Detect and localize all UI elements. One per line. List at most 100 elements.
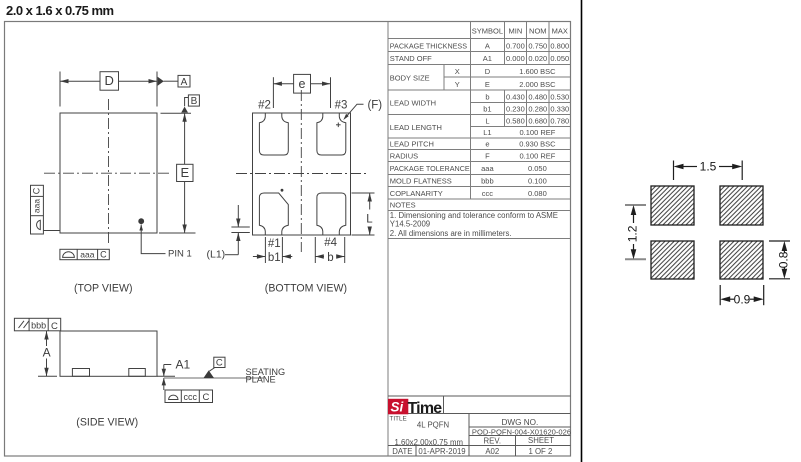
svg-text:b: b: [327, 252, 333, 264]
svg-text:LEAD WIDTH: LEAD WIDTH: [390, 99, 436, 108]
svg-text:#1: #1: [268, 238, 281, 250]
svg-text:0.020: 0.020: [528, 54, 547, 63]
svg-text:STAND OFF: STAND OFF: [390, 54, 432, 63]
svg-text:C: C: [100, 250, 107, 260]
svg-text:COPLANARITY: COPLANARITY: [390, 189, 443, 198]
svg-text:0.430: 0.430: [506, 92, 525, 101]
svg-text:LEAD LENGTH: LEAD LENGTH: [390, 123, 442, 132]
svg-text:(TOP VIEW): (TOP VIEW): [74, 283, 132, 295]
svg-text:aaa: aaa: [31, 199, 41, 213]
svg-text:TITLE: TITLE: [390, 416, 407, 423]
svg-text:SYMBOL: SYMBOL: [472, 27, 503, 36]
svg-text:ccc: ccc: [184, 392, 198, 402]
svg-text:A1: A1: [483, 54, 492, 63]
svg-text:0.080: 0.080: [528, 189, 547, 198]
svg-text:RADIUS: RADIUS: [390, 151, 418, 160]
svg-text:C: C: [216, 357, 223, 368]
svg-text:SEATING: SEATING: [246, 367, 286, 377]
svg-text:2.0 x 1.6 x 0.75 mm: 2.0 x 1.6 x 0.75 mm: [6, 3, 114, 18]
svg-text:Y: Y: [455, 80, 460, 89]
svg-text:REV.: REV.: [484, 436, 501, 445]
svg-text:1. Dimensioning and tolerance: 1. Dimensioning and tolerance conform to…: [390, 211, 558, 220]
svg-text:#3: #3: [335, 100, 348, 112]
svg-text:Y14.5-2009: Y14.5-2009: [390, 219, 430, 228]
svg-text:1.2: 1.2: [626, 225, 640, 242]
svg-text:0.930 BSC: 0.930 BSC: [519, 139, 556, 148]
svg-text:0.100: 0.100: [528, 177, 547, 186]
svg-text:#4: #4: [324, 237, 337, 249]
svg-text:e: e: [299, 77, 306, 91]
svg-text:MOLD FLATNESS: MOLD FLATNESS: [390, 177, 452, 186]
svg-text:L: L: [366, 213, 373, 225]
svg-text:0.050: 0.050: [550, 54, 569, 63]
svg-text:(F): (F): [367, 100, 382, 112]
svg-text:A: A: [43, 346, 51, 360]
svg-text:0.000: 0.000: [506, 54, 525, 63]
svg-text:0.680: 0.680: [528, 117, 547, 126]
svg-text:C: C: [202, 392, 209, 403]
svg-text:C: C: [51, 321, 58, 332]
svg-text:B: B: [191, 96, 198, 107]
svg-text:0.9: 0.9: [734, 292, 751, 306]
svg-text:POD-PQFN-004-X01620-026: POD-PQFN-004-X01620-026: [472, 427, 571, 436]
svg-text:E: E: [180, 165, 189, 180]
svg-text:PLANE: PLANE: [246, 375, 276, 385]
svg-text:MIN: MIN: [509, 27, 523, 36]
svg-text:DWG NO.: DWG NO.: [501, 418, 538, 427]
svg-text:bbb: bbb: [31, 321, 46, 331]
svg-text:L: L: [485, 117, 489, 126]
svg-text:D: D: [105, 73, 114, 88]
svg-text:E: E: [485, 80, 490, 89]
svg-text:MAX: MAX: [552, 27, 568, 36]
svg-text:b1: b1: [483, 105, 491, 114]
svg-text:e: e: [485, 139, 489, 148]
svg-text:#2: #2: [258, 100, 271, 112]
svg-text:DATE: DATE: [392, 447, 412, 456]
svg-text:(SIDE VIEW): (SIDE VIEW): [76, 417, 138, 429]
svg-text:1.60x2.00x0.75 mm: 1.60x2.00x0.75 mm: [395, 438, 463, 447]
svg-text:1.5: 1.5: [700, 160, 717, 174]
svg-text:2.000 BSC: 2.000 BSC: [519, 80, 556, 89]
svg-text:0.8: 0.8: [777, 251, 791, 268]
svg-text:4L PQFN: 4L PQFN: [417, 420, 449, 429]
svg-text:PACKAGE THICKNESS: PACKAGE THICKNESS: [390, 41, 467, 50]
svg-text:A1: A1: [176, 358, 191, 372]
svg-text:0.230: 0.230: [506, 105, 525, 114]
svg-text:0.800: 0.800: [550, 41, 569, 50]
svg-text:aaa: aaa: [80, 250, 94, 260]
svg-text:LEAD PITCH: LEAD PITCH: [390, 139, 434, 148]
svg-text:0.480: 0.480: [528, 92, 547, 101]
svg-text:1 OF 2: 1 OF 2: [528, 447, 552, 456]
svg-text:0.100 REF: 0.100 REF: [519, 151, 555, 160]
svg-text:2. All dimensions are in milli: 2. All dimensions are in millimeters.: [390, 229, 512, 238]
svg-text:0.100 REF: 0.100 REF: [519, 128, 555, 137]
svg-text:PIN 1: PIN 1: [168, 249, 192, 260]
svg-text:NOTES: NOTES: [390, 201, 416, 210]
svg-text:SHEET: SHEET: [528, 436, 554, 445]
svg-text:0.780: 0.780: [550, 117, 569, 126]
svg-text:0.330: 0.330: [550, 105, 569, 114]
svg-text:Time: Time: [408, 400, 443, 417]
svg-text:A: A: [485, 41, 490, 50]
svg-text:0.700: 0.700: [506, 41, 525, 50]
svg-text:b1: b1: [268, 252, 281, 264]
svg-text:PACKAGE TOLERANCE: PACKAGE TOLERANCE: [390, 164, 470, 173]
svg-text:0.280: 0.280: [528, 105, 547, 114]
svg-text:(BOTTOM VIEW): (BOTTOM VIEW): [265, 283, 347, 295]
svg-text:bbb: bbb: [481, 177, 494, 186]
svg-text:0.750: 0.750: [528, 41, 547, 50]
svg-text:NOM: NOM: [529, 27, 547, 36]
svg-text:F: F: [485, 151, 490, 160]
svg-text:D: D: [485, 67, 491, 76]
svg-text:Si: Si: [391, 400, 404, 415]
svg-text:0.530: 0.530: [550, 92, 569, 101]
svg-text:1.600 BSC: 1.600 BSC: [519, 67, 556, 76]
svg-text:aaa: aaa: [481, 164, 494, 173]
svg-text:ccc: ccc: [482, 189, 494, 198]
svg-text:0.580: 0.580: [506, 117, 525, 126]
svg-text:BODY SIZE: BODY SIZE: [390, 74, 430, 83]
svg-text:L1: L1: [483, 128, 491, 137]
svg-text:X: X: [455, 67, 460, 76]
svg-text:01-APR-2019: 01-APR-2019: [418, 447, 465, 456]
svg-text:b: b: [485, 92, 489, 101]
